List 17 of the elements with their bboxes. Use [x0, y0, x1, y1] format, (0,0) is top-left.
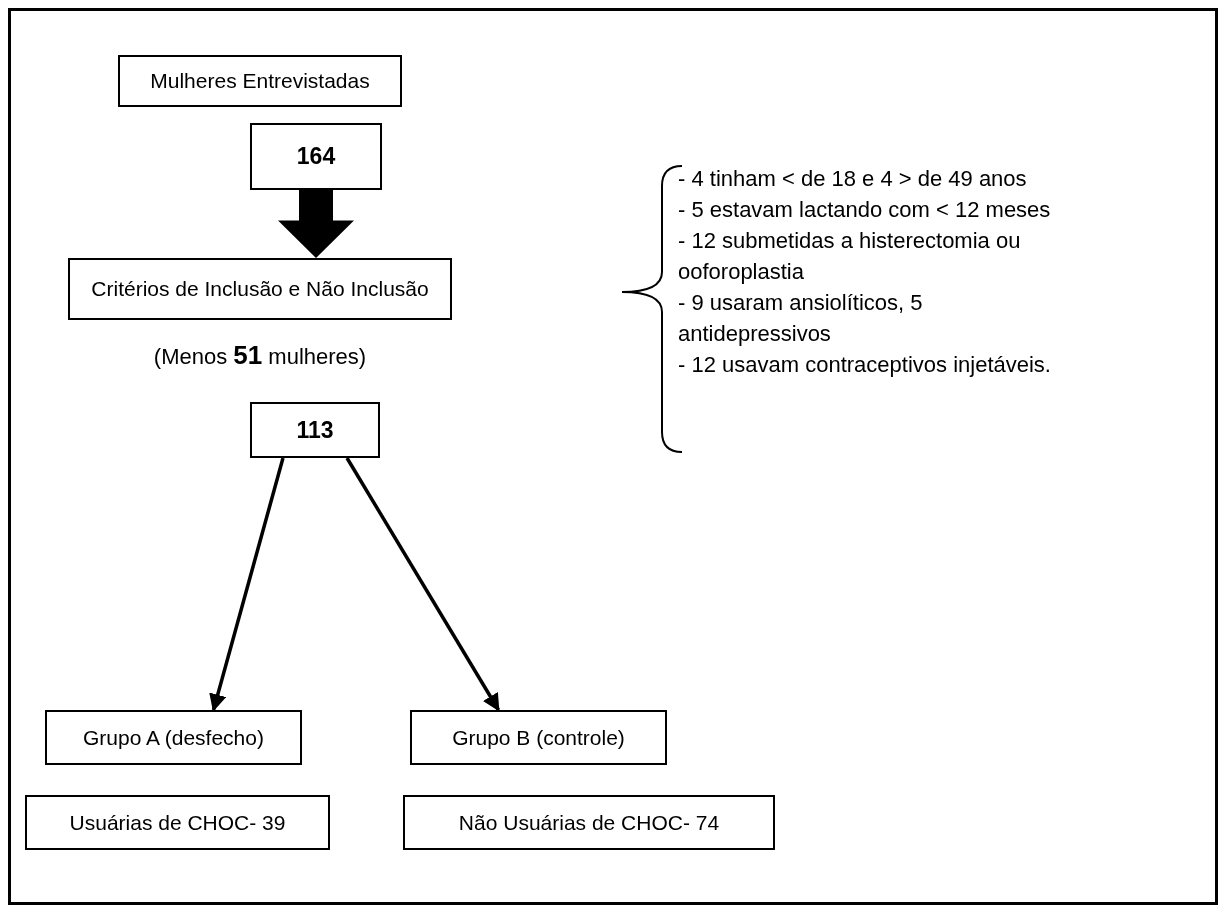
arrow [209, 457, 285, 712]
process-box: Usuárias de CHOC- 39 [25, 795, 330, 850]
arrow [345, 457, 500, 712]
list-item: - 9 usaram ansiolíticos, 5 antidepressivos [678, 289, 924, 348]
process-box: Grupo B (controle) [410, 710, 667, 765]
process-box: Mulheres Entrevistadas [118, 55, 402, 107]
process-box: Grupo A (desfecho) [45, 710, 302, 765]
process-box: Critérios de Inclusão e Não Inclusão [68, 258, 452, 320]
process-box: Não Usuárias de CHOC- 74 [403, 795, 775, 850]
count-box: 113 [250, 402, 380, 458]
list-item: - 12 usavam contraceptivos injetáveis. [678, 351, 1052, 379]
block-arrow [278, 190, 354, 258]
list-item: - 12 submetidas a histerectomia ou ooforoplastia [678, 227, 1022, 286]
count-box: 164 [250, 123, 382, 190]
list-item: - 4 tinham < de 18 e 4 > de 49 anos [678, 165, 1028, 193]
note-text: (Menos 51 mulheres) [152, 340, 368, 372]
list-item: - 5 estavam lactando com < 12 meses [678, 196, 1052, 224]
